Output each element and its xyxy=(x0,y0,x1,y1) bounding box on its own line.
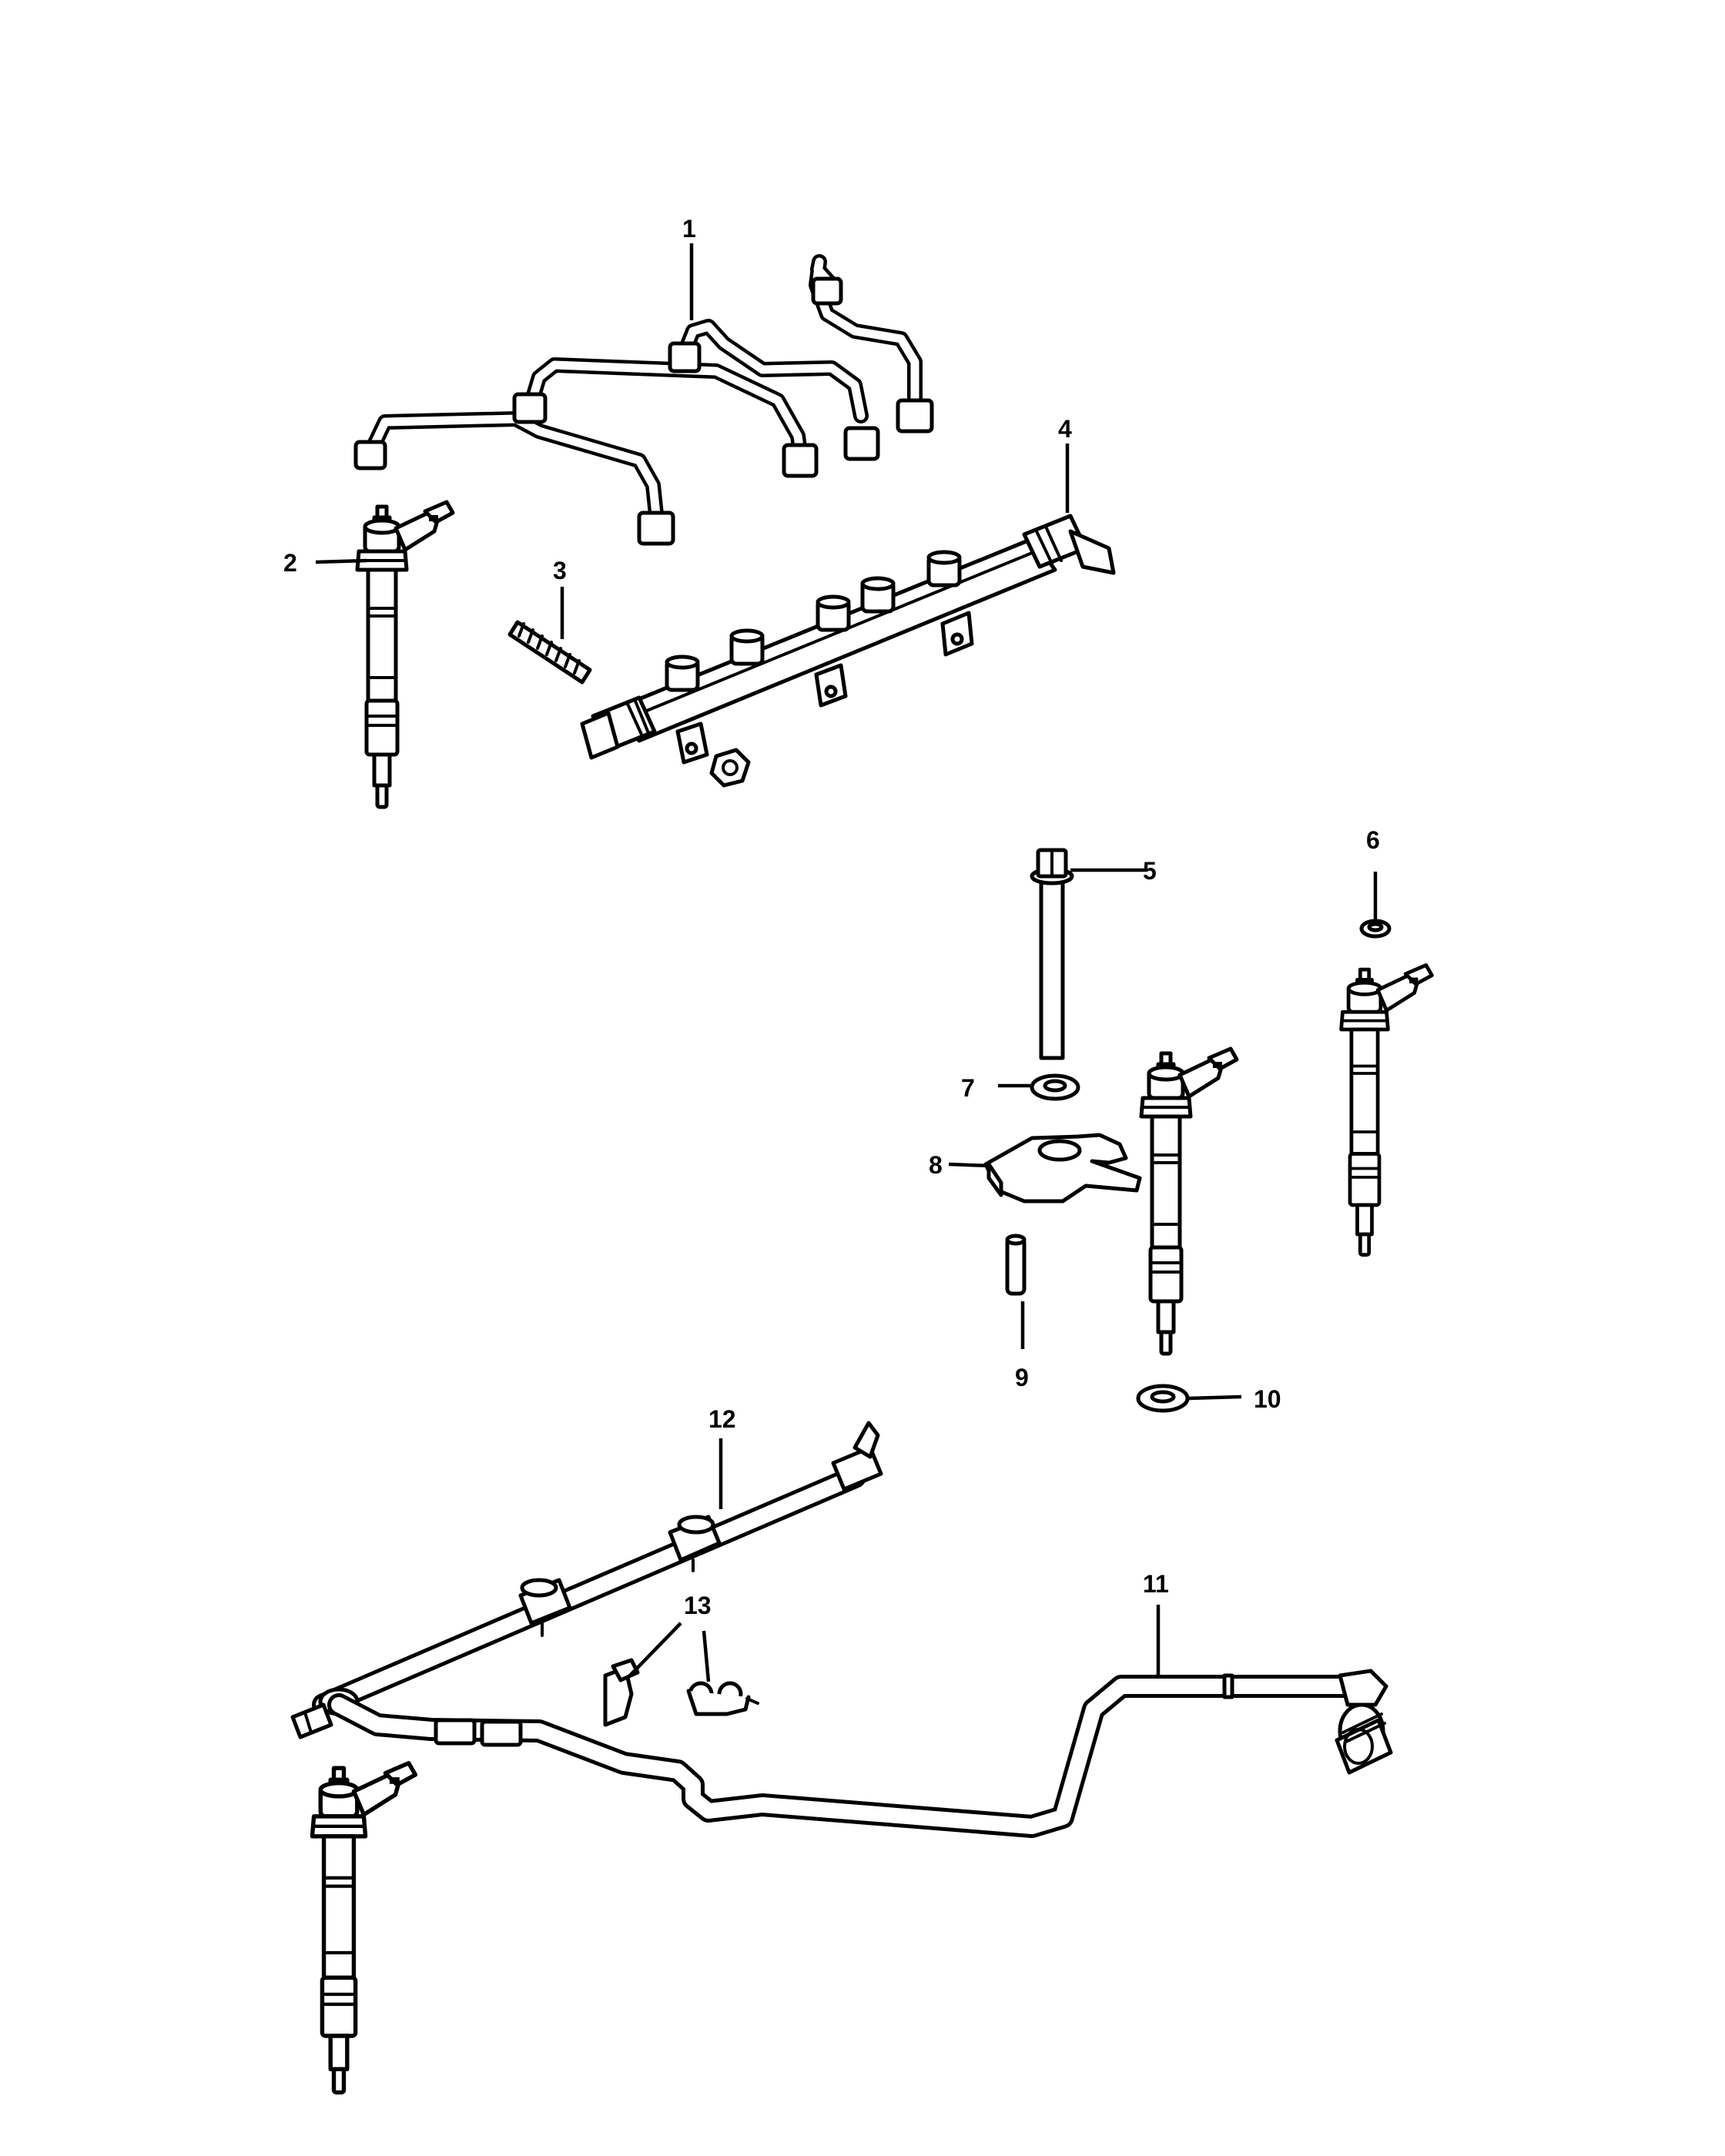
fuel-return-line xyxy=(290,1421,883,1739)
callout-13: 13 xyxy=(684,1592,712,1619)
leader-lines xyxy=(315,243,1378,1682)
injector-top-left xyxy=(357,502,453,807)
hold-down-bolt xyxy=(1030,848,1074,1060)
callout-8: 8 xyxy=(929,1151,943,1179)
callout-10: 10 xyxy=(1254,1385,1281,1413)
callout-2: 2 xyxy=(283,549,297,577)
fuel-rail xyxy=(580,514,1116,788)
injector-seal-washer xyxy=(1136,1384,1190,1413)
fuel-line-set xyxy=(353,254,934,546)
bolt-washer xyxy=(1030,1073,1080,1101)
injector-clamp xyxy=(983,1133,1142,1204)
dowel-pin xyxy=(1005,1234,1027,1296)
callout-12: 12 xyxy=(708,1405,736,1433)
injector-far-right xyxy=(1341,965,1432,1254)
spring-clip xyxy=(507,620,592,685)
line-clips xyxy=(603,1658,759,1727)
callout-1: 1 xyxy=(682,215,696,243)
callout-labels: 1 2 3 4 5 6 7 8 9 10 11 12 13 xyxy=(283,215,1380,1619)
callout-7: 7 xyxy=(961,1074,975,1102)
callout-6: 6 xyxy=(1366,826,1380,854)
fuel-supply-pipe xyxy=(327,1669,1393,1838)
callout-9: 9 xyxy=(1015,1364,1029,1391)
callout-4: 4 xyxy=(1058,415,1072,443)
callout-5: 5 xyxy=(1143,857,1157,885)
small-washer xyxy=(1359,919,1392,939)
injector-middle-right xyxy=(1141,1049,1237,1354)
callout-11: 11 xyxy=(1143,1570,1169,1598)
injector-bottom-left xyxy=(312,1763,415,2093)
callout-3: 3 xyxy=(553,557,567,584)
